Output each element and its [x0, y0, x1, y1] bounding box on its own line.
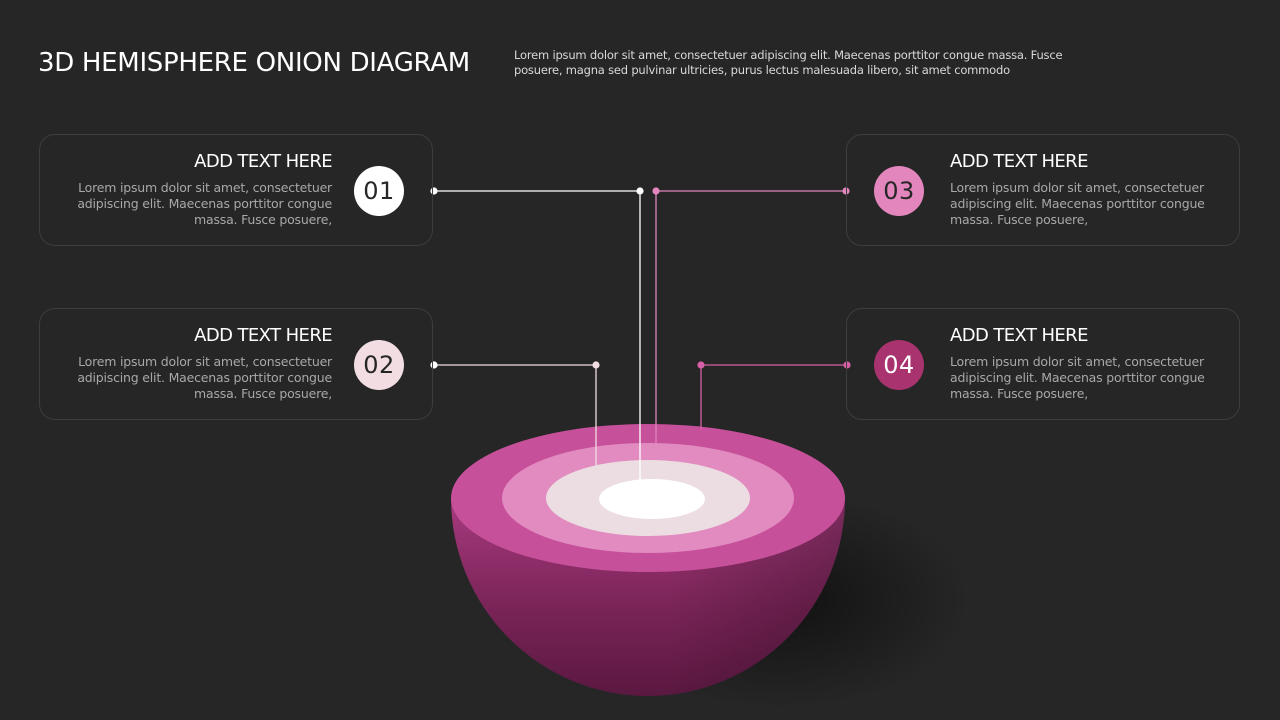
card-heading: ADD TEXT HERE	[194, 151, 332, 172]
card-03: ADD TEXT HERE Lorem ipsum dolor sit amet…	[846, 134, 1240, 246]
badge-03: 03	[874, 166, 924, 216]
card-heading: ADD TEXT HERE	[950, 325, 1088, 346]
card-heading: ADD TEXT HERE	[950, 151, 1088, 172]
card-01: ADD TEXT HERE Lorem ipsum dolor sit amet…	[39, 134, 433, 246]
card-text: Lorem ipsum dolor sit amet, consectetuer…	[77, 354, 332, 401]
layer-core	[599, 479, 705, 519]
card-04: ADD TEXT HERE Lorem ipsum dolor sit amet…	[846, 308, 1240, 420]
card-text: Lorem ipsum dolor sit amet, consectetuer…	[950, 354, 1205, 401]
badge-04: 04	[874, 340, 924, 390]
page-title: 3D HEMISPHERE ONION DIAGRAM	[38, 48, 470, 78]
badge-01: 01	[354, 166, 404, 216]
card-text: Lorem ipsum dolor sit amet, consectetuer…	[950, 180, 1205, 227]
connector-04	[697, 361, 851, 430]
badge-02: 02	[354, 340, 404, 390]
page-subtitle: Lorem ipsum dolor sit amet, consectetuer…	[514, 48, 1063, 77]
card-02: ADD TEXT HERE Lorem ipsum dolor sit amet…	[39, 308, 433, 420]
connector-03	[652, 187, 850, 444]
card-text: Lorem ipsum dolor sit amet, consectetuer…	[77, 180, 332, 227]
card-heading: ADD TEXT HERE	[194, 325, 332, 346]
